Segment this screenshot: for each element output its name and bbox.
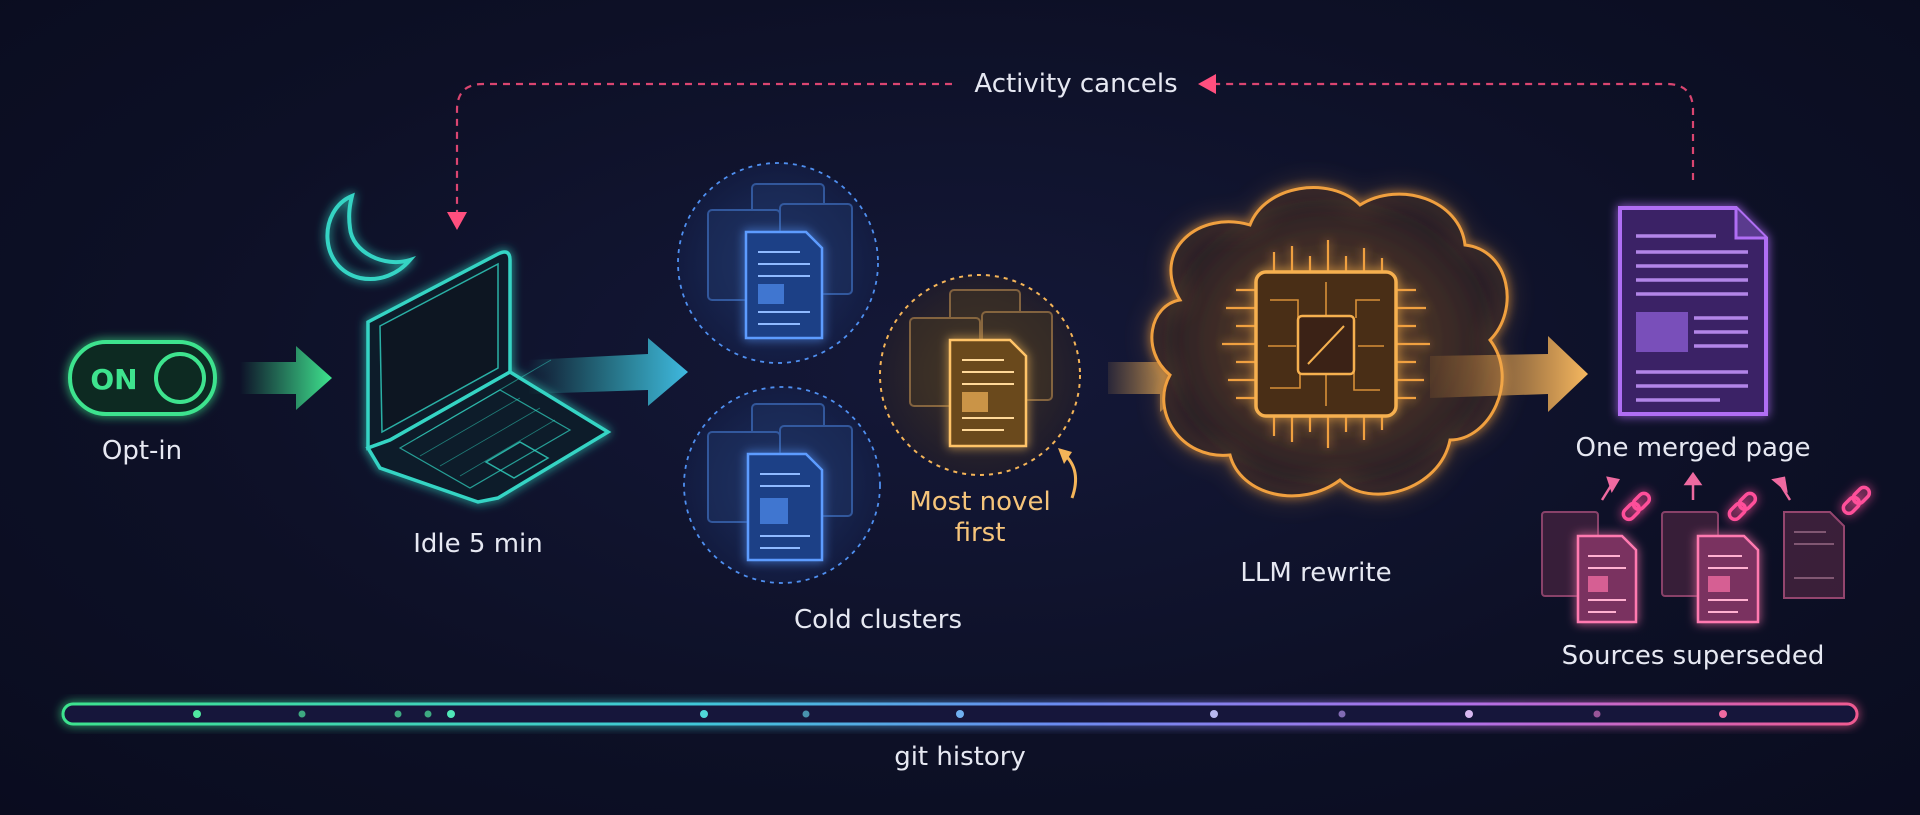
feedback-path-left: [455, 82, 952, 215]
link-icon: [1841, 485, 1872, 516]
commit-dot: [447, 710, 455, 718]
stage-merged: One merged page: [1576, 206, 1811, 463]
cluster-bubble-bottom: [683, 386, 881, 584]
stage-idle: Idle 5 min: [325, 192, 612, 559]
feedback-loop: Activity cancels: [447, 69, 1695, 230]
clusters-label: Cold clusters: [794, 605, 962, 635]
commit-dot: [1465, 710, 1473, 718]
stage-sources: Sources superseded: [1541, 471, 1872, 671]
novel-document-icon: [948, 338, 1028, 448]
optin-label: Opt-in: [102, 436, 182, 466]
toggle-switch[interactable]: [68, 340, 217, 416]
novel-label-line1: Most novel: [909, 487, 1050, 517]
novel-curve-arrowhead: [1058, 448, 1072, 464]
document-icon-front: [744, 230, 824, 340]
link-icon: [1621, 491, 1652, 522]
source-documents: [1541, 511, 1845, 624]
source-document-icon: [1783, 511, 1845, 599]
laptop-icon: [365, 250, 612, 504]
commit-dot: [956, 710, 964, 718]
toggle-on-text: ON: [90, 363, 137, 396]
link-icons: [1621, 485, 1872, 522]
commit-dot: [1719, 710, 1727, 718]
commit-dot: [700, 710, 708, 718]
timeline-commits: [193, 710, 1727, 718]
novel-label-line2: first: [955, 518, 1006, 548]
llm-label: LLM rewrite: [1240, 558, 1391, 588]
flow-arrow-4: [1430, 336, 1588, 412]
toggle-knob: [154, 352, 206, 404]
commit-dot: [802, 710, 810, 718]
commit-dot: [394, 710, 402, 718]
feedback-path-right: [1205, 82, 1695, 180]
cluster-bubble-top: [677, 162, 879, 364]
flow-arrow-2: [528, 338, 688, 406]
source-document-icon: [1696, 534, 1760, 624]
commit-dot: [1338, 710, 1346, 718]
flow-arrow-1: [240, 346, 332, 410]
idle-label: Idle 5 min: [413, 529, 543, 559]
merged-page-icon: [1618, 206, 1768, 416]
moon-icon: [325, 192, 417, 281]
link-icon: [1727, 491, 1758, 522]
source-document-icon: [1576, 534, 1638, 624]
stage-optin: ON Opt-in: [68, 340, 217, 466]
commit-dot: [298, 710, 306, 718]
chip-icon: [1222, 240, 1430, 448]
timeline-label: git history: [894, 742, 1026, 772]
git-history-timeline: git history: [61, 702, 1859, 772]
sources-label: Sources superseded: [1562, 641, 1825, 671]
commit-dot: [1593, 710, 1601, 718]
commit-dot: [193, 710, 201, 718]
stage-clusters: Cold clusters: [677, 162, 962, 635]
commit-dot: [1210, 710, 1218, 718]
merged-label: One merged page: [1576, 433, 1811, 463]
up-arrows: [1600, 471, 1792, 501]
feedback-down-arrowhead: [447, 212, 467, 230]
feedback-arrowhead: [1198, 74, 1216, 94]
commit-dot: [424, 710, 432, 718]
stage-novel: Most novel first: [879, 274, 1081, 548]
feedback-label: Activity cancels: [974, 69, 1177, 99]
document-icon-front: [746, 452, 824, 562]
stage-llm: LLM rewrite: [1147, 182, 1513, 588]
